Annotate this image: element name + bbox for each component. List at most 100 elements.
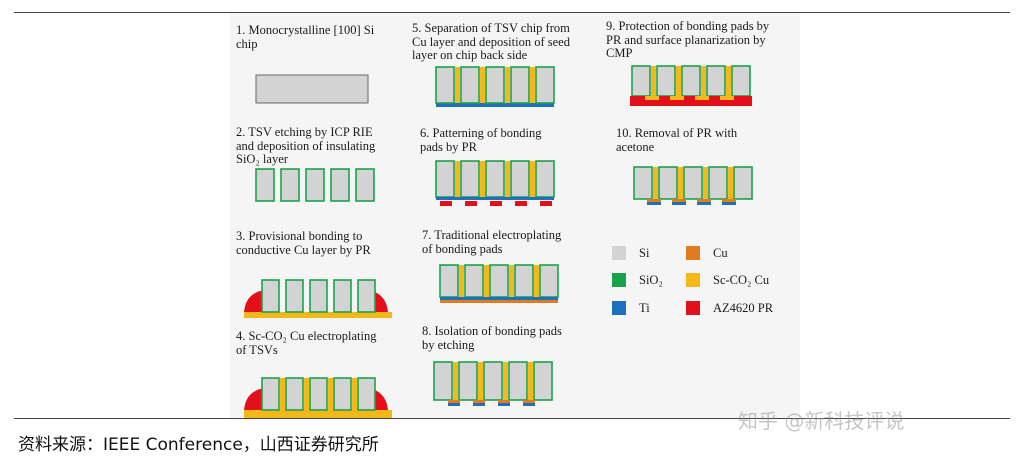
si-pillar	[460, 66, 480, 104]
pr-left	[244, 388, 266, 410]
ti-pad	[448, 403, 460, 406]
si-pillar	[535, 66, 555, 104]
via-fill	[478, 362, 483, 400]
via-fill	[726, 66, 731, 96]
step-1-figure	[255, 74, 369, 104]
si-pillar	[706, 65, 726, 97]
via-fill	[304, 378, 309, 410]
step-9: 9. Protection of bonding pads by PR and …	[606, 19, 786, 106]
si-pillar	[439, 264, 459, 298]
cu-layer	[244, 410, 392, 418]
step-5-figure	[435, 66, 555, 107]
si-pillar	[458, 361, 478, 401]
si-pillar	[435, 66, 455, 104]
via-fill	[534, 265, 539, 297]
si-pillar	[733, 166, 753, 200]
cu-pad	[498, 400, 510, 403]
ti-pad	[647, 202, 661, 205]
step-3-title: 3. Provisional bonding to conductive Cu …	[236, 229, 371, 257]
ti-seed	[436, 103, 554, 107]
si-pillar	[489, 264, 509, 298]
cu-plating	[440, 300, 558, 303]
legend-swatch-ti	[612, 301, 626, 315]
si-pillar	[683, 166, 703, 200]
pr-pattern	[440, 201, 452, 206]
step-4: 4. Sc-CO₂ Cu electroplating of TSVs	[236, 329, 416, 418]
ti-pad	[697, 202, 711, 205]
via-fill	[678, 167, 683, 199]
step-2-figure	[255, 168, 375, 202]
step-8-figure	[433, 361, 553, 406]
si-pillar	[357, 279, 376, 313]
step-1: 1. Monocrystalline [100] Si chip	[236, 23, 416, 104]
step-6: 6. Patterning of bonding pads by PR	[420, 126, 600, 206]
si-pillar	[333, 377, 352, 411]
si-chip	[255, 74, 369, 104]
cu-pad	[448, 400, 460, 403]
si-pillar	[658, 166, 678, 200]
legend-label-si: Si	[639, 246, 650, 260]
step-7-figure	[439, 264, 559, 303]
step-10-figure	[633, 166, 753, 205]
si-pillar	[533, 361, 553, 401]
ti-pad	[523, 403, 535, 406]
via-fill	[728, 167, 733, 199]
pr-pattern	[540, 201, 552, 206]
pr-pattern	[490, 201, 502, 206]
step-9-title: 9. Protection of bonding pads by PR and …	[606, 19, 770, 60]
via-fill	[703, 167, 708, 199]
step-6-figure	[435, 160, 555, 206]
step-10: 10. Removal of PR with acetone	[616, 126, 796, 205]
legend-swatch-sio2	[612, 273, 626, 287]
ti-seed	[440, 297, 558, 300]
via-fill	[509, 265, 514, 297]
via-fill	[455, 67, 460, 103]
step-7: 7. Traditional electroplating of bonding…	[422, 228, 602, 303]
step-4-title: 4. Sc-CO₂ Cu electroplating of TSVs	[236, 329, 377, 357]
cu-pad	[473, 400, 485, 403]
via-fill	[280, 378, 285, 410]
cu-pad	[523, 400, 535, 403]
step-9-figure	[630, 65, 752, 106]
si-pillar	[280, 168, 300, 202]
via-fill	[328, 378, 333, 410]
si-pillar	[708, 166, 728, 200]
legend-label-sio2: SiO₂	[639, 273, 663, 287]
step-6-title: 6. Patterning of bonding pads by PR	[420, 126, 542, 154]
via-fill	[653, 167, 658, 199]
step-2: 2. TSV etching by ICP RIE and deposition…	[236, 125, 416, 202]
ti-seed	[436, 197, 554, 200]
legend-swatch-cu	[686, 246, 700, 260]
top-rule	[14, 12, 1010, 13]
si-pillar	[631, 65, 651, 97]
ti-pad	[722, 202, 736, 205]
legend-label-ti: Ti	[639, 301, 650, 315]
via-fill	[484, 265, 489, 297]
si-pillar	[460, 160, 480, 198]
watermark: 知乎 @新科技评说	[738, 409, 905, 433]
step-1-title: 1. Monocrystalline [100] Si chip	[236, 23, 375, 51]
pr-pattern	[465, 201, 477, 206]
si-pillar	[485, 160, 505, 198]
step-5: 5. Separation of TSV chip from Cu layer …	[412, 21, 592, 107]
legend-swatch-si	[612, 246, 626, 260]
via-fill	[503, 362, 508, 400]
si-pillar	[433, 361, 453, 401]
material-legend: Si Cu SiO₂ Sc-CO₂ Cu Ti AZ4620 PR	[612, 244, 802, 324]
ti-pad	[498, 403, 510, 406]
via-fill	[480, 161, 485, 197]
si-pillar	[731, 65, 751, 97]
pad	[695, 96, 709, 100]
pr-pattern	[515, 201, 527, 206]
via-fill	[651, 66, 656, 96]
legend-label-cu: Cu	[713, 246, 728, 260]
step-10-title: 10. Removal of PR with acetone	[616, 126, 738, 154]
cu-pad	[647, 199, 661, 202]
via-fill	[455, 161, 460, 197]
ti-pad	[672, 202, 686, 205]
legend-swatch-scco2-cu	[686, 273, 700, 287]
step-3-figure	[244, 279, 392, 318]
bottom-rule	[14, 418, 1010, 419]
via-fill	[505, 67, 510, 103]
source-note: 资料来源：IEEE Conference，山西证券研究所	[18, 435, 379, 455]
